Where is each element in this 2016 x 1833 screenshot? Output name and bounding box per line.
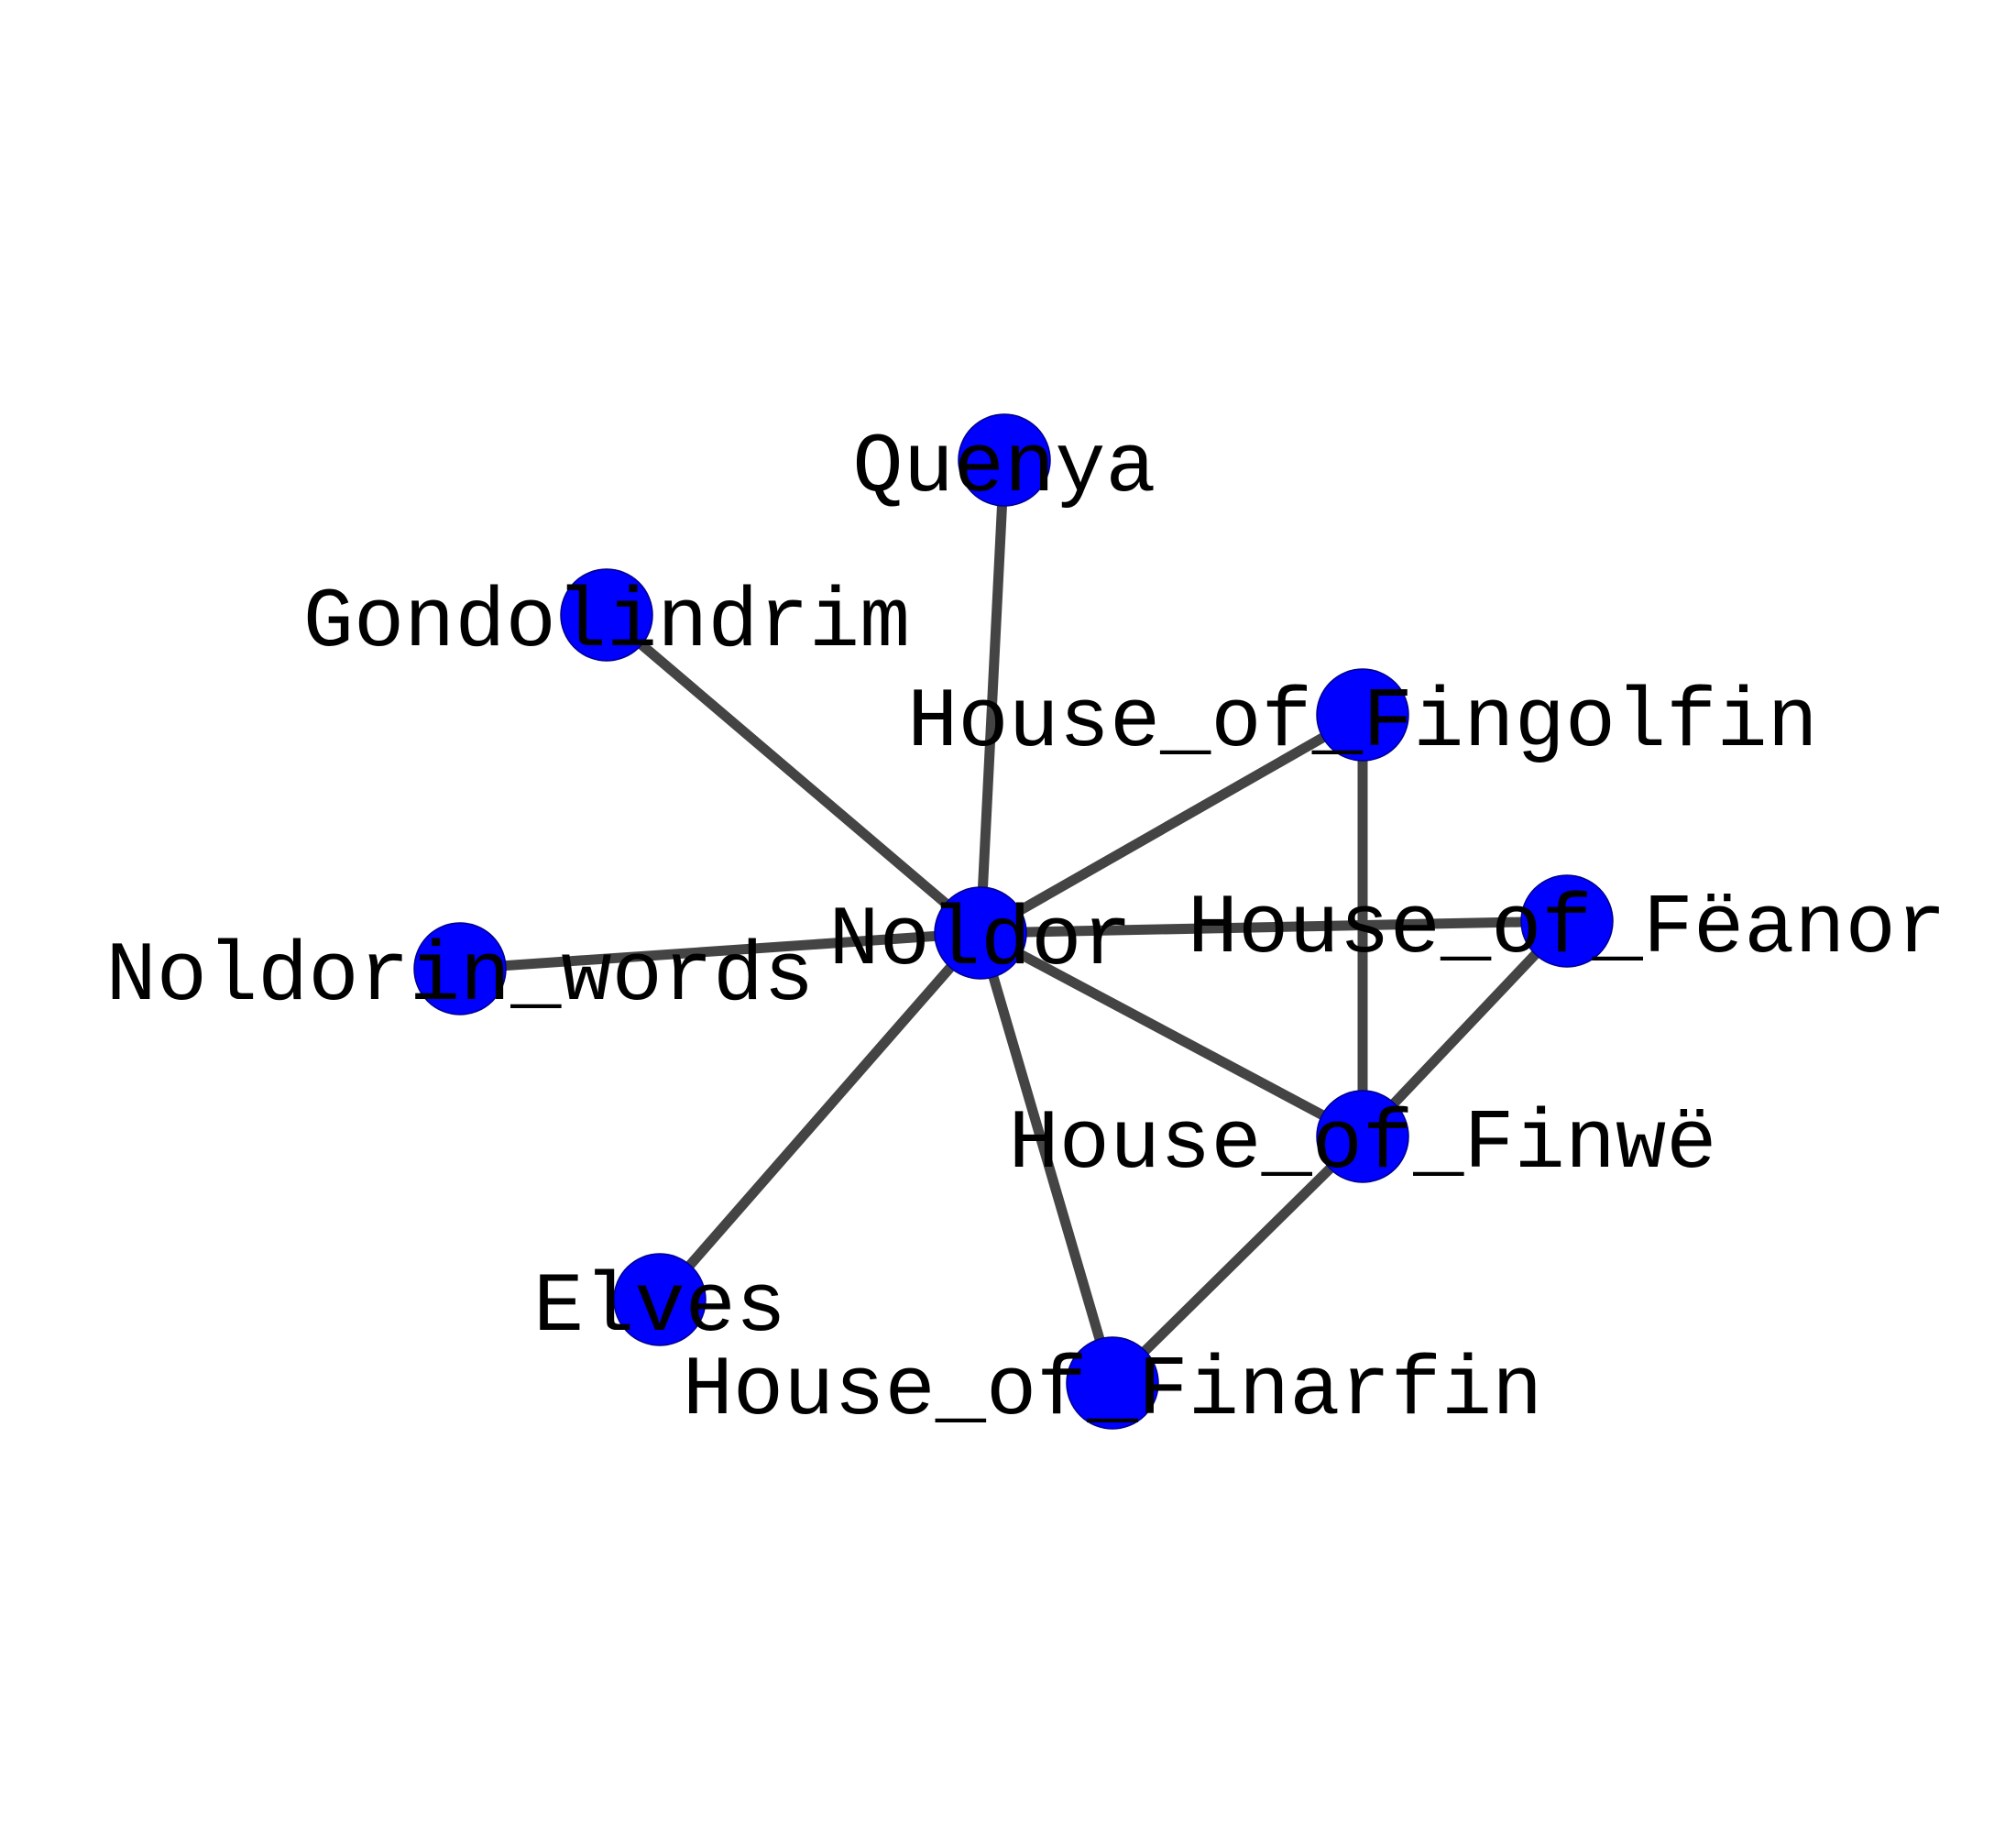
- edge-noldor-feanor: [980, 916, 1568, 938]
- node-label-finarfin: House_of_Finarfin: [683, 1343, 1543, 1439]
- edge-noldor-finarfin: [975, 931, 1118, 1385]
- node-label-quenya: Quenya: [852, 420, 1156, 516]
- labels-layer: QuenyaGondolindrimHouse_of_FingolfinNold…: [106, 420, 1947, 1439]
- node-label-noldorin_words: Noldorin_words: [106, 928, 815, 1025]
- node-noldorin_words: [413, 922, 507, 1015]
- edge-noldor-gondolindrim: [603, 610, 984, 938]
- node-label-fingolfin: House_of_Fingolfin: [907, 675, 1818, 771]
- node-label-feanor: House_of_Fëanor: [1188, 881, 1946, 977]
- node-label-gondolindrim: Gondolindrim: [303, 575, 911, 671]
- node-noldor: [934, 886, 1027, 980]
- node-feanor: [1520, 874, 1614, 968]
- node-label-noldor: Noldor: [828, 893, 1132, 989]
- edge-noldor-finwe: [978, 928, 1365, 1141]
- node-finwe: [1316, 1090, 1409, 1183]
- edge-finwe-finarfin: [1109, 1133, 1366, 1387]
- node-quenya: [958, 413, 1051, 507]
- node-elves: [613, 1253, 707, 1346]
- node-label-finwe: House_of_Finwë: [1009, 1096, 1717, 1192]
- node-finarfin: [1066, 1336, 1159, 1430]
- node-fingolfin: [1316, 668, 1409, 762]
- node-gondolindrim: [560, 568, 653, 662]
- edges-layer: [459, 459, 1571, 1387]
- node-label-elves: Elves: [533, 1259, 786, 1356]
- edge-noldor-quenya: [975, 459, 1010, 934]
- edge-noldor-noldorin_words: [459, 927, 981, 974]
- edge-feanor-finwe: [1359, 917, 1571, 1140]
- nodes-layer: [413, 413, 1614, 1430]
- edge-noldor-elves: [655, 929, 985, 1303]
- edge-noldor-fingolfin: [978, 710, 1365, 938]
